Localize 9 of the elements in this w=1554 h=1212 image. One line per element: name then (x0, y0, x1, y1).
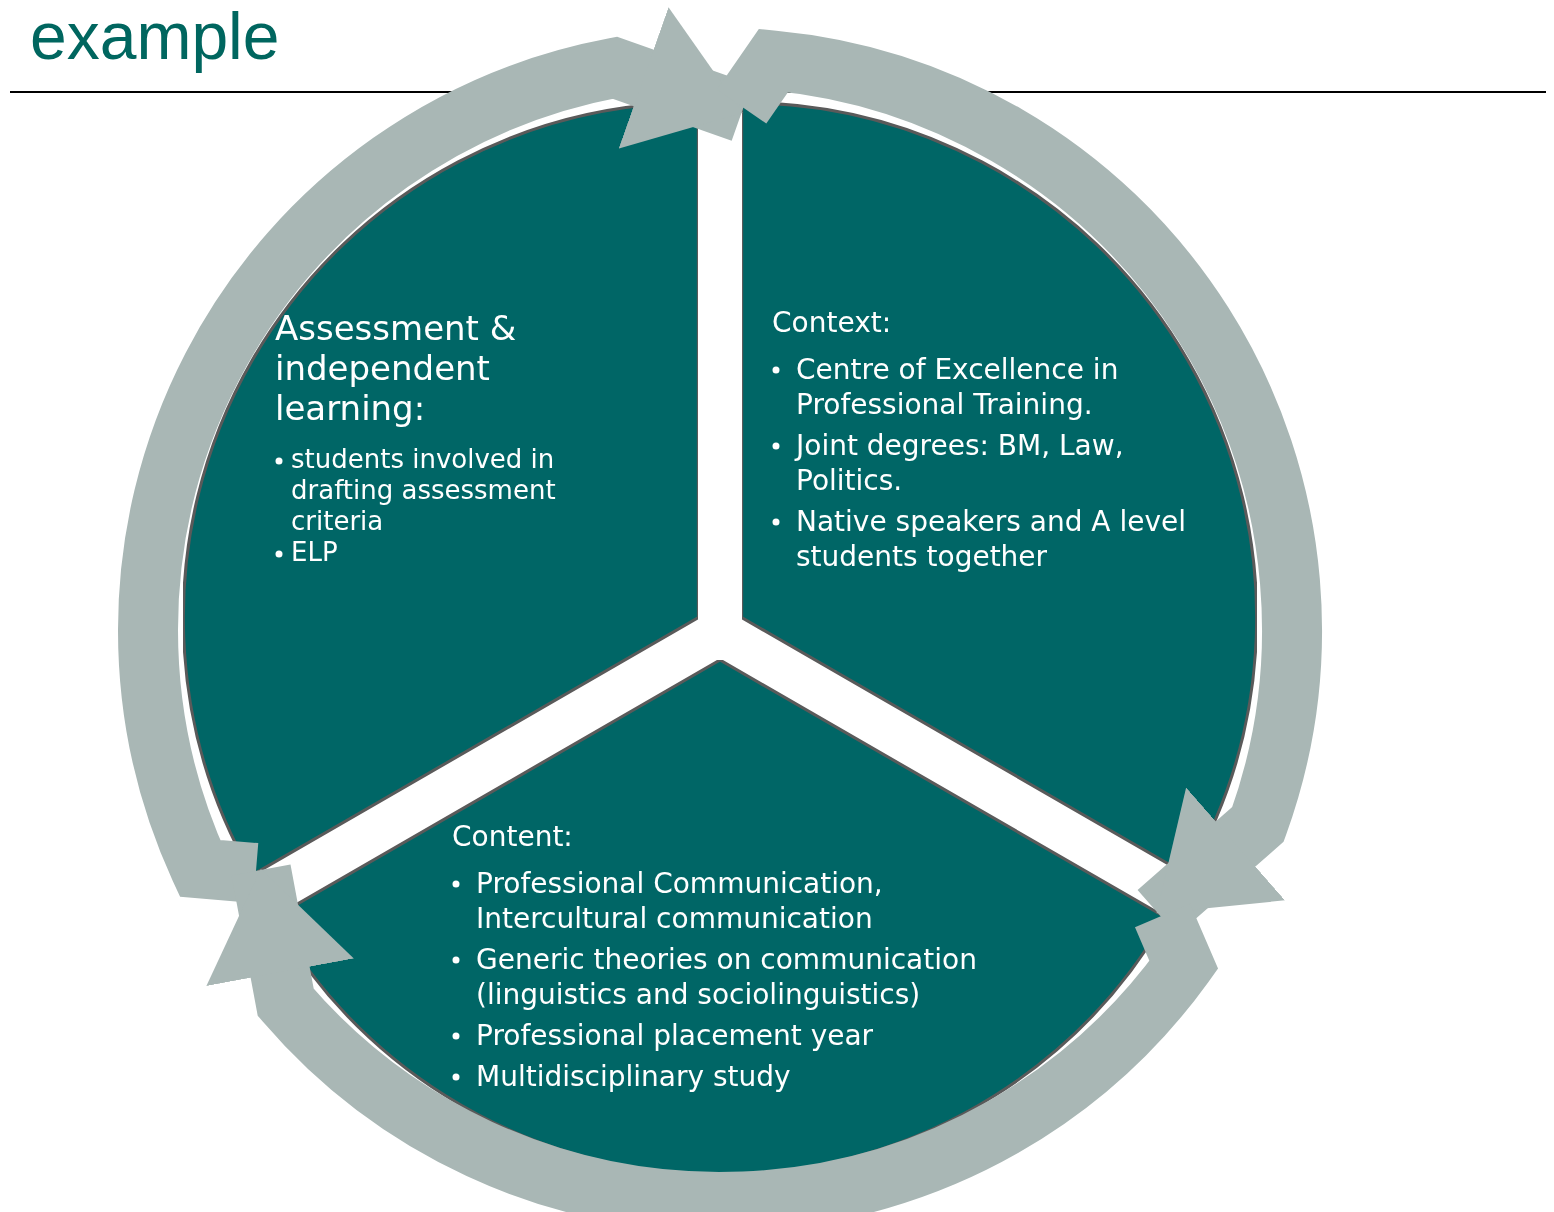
bullet-text: students involved in drafting assessment criteria (291, 444, 557, 537)
slide-title: example (30, 0, 280, 75)
segment-heading: Assessment & independent learning: (275, 308, 518, 428)
segment-heading: Context: (772, 306, 893, 340)
bullet-text: Native speakers and A level students together (796, 504, 1187, 574)
bullet-text: ELP (291, 537, 338, 568)
bullet-text: Centre of Excellence in Professional Training. (796, 352, 1120, 422)
segment-heading: Content: (452, 820, 574, 854)
bullet-text: Joint degrees: BM, Law, Politics. (796, 428, 1125, 498)
